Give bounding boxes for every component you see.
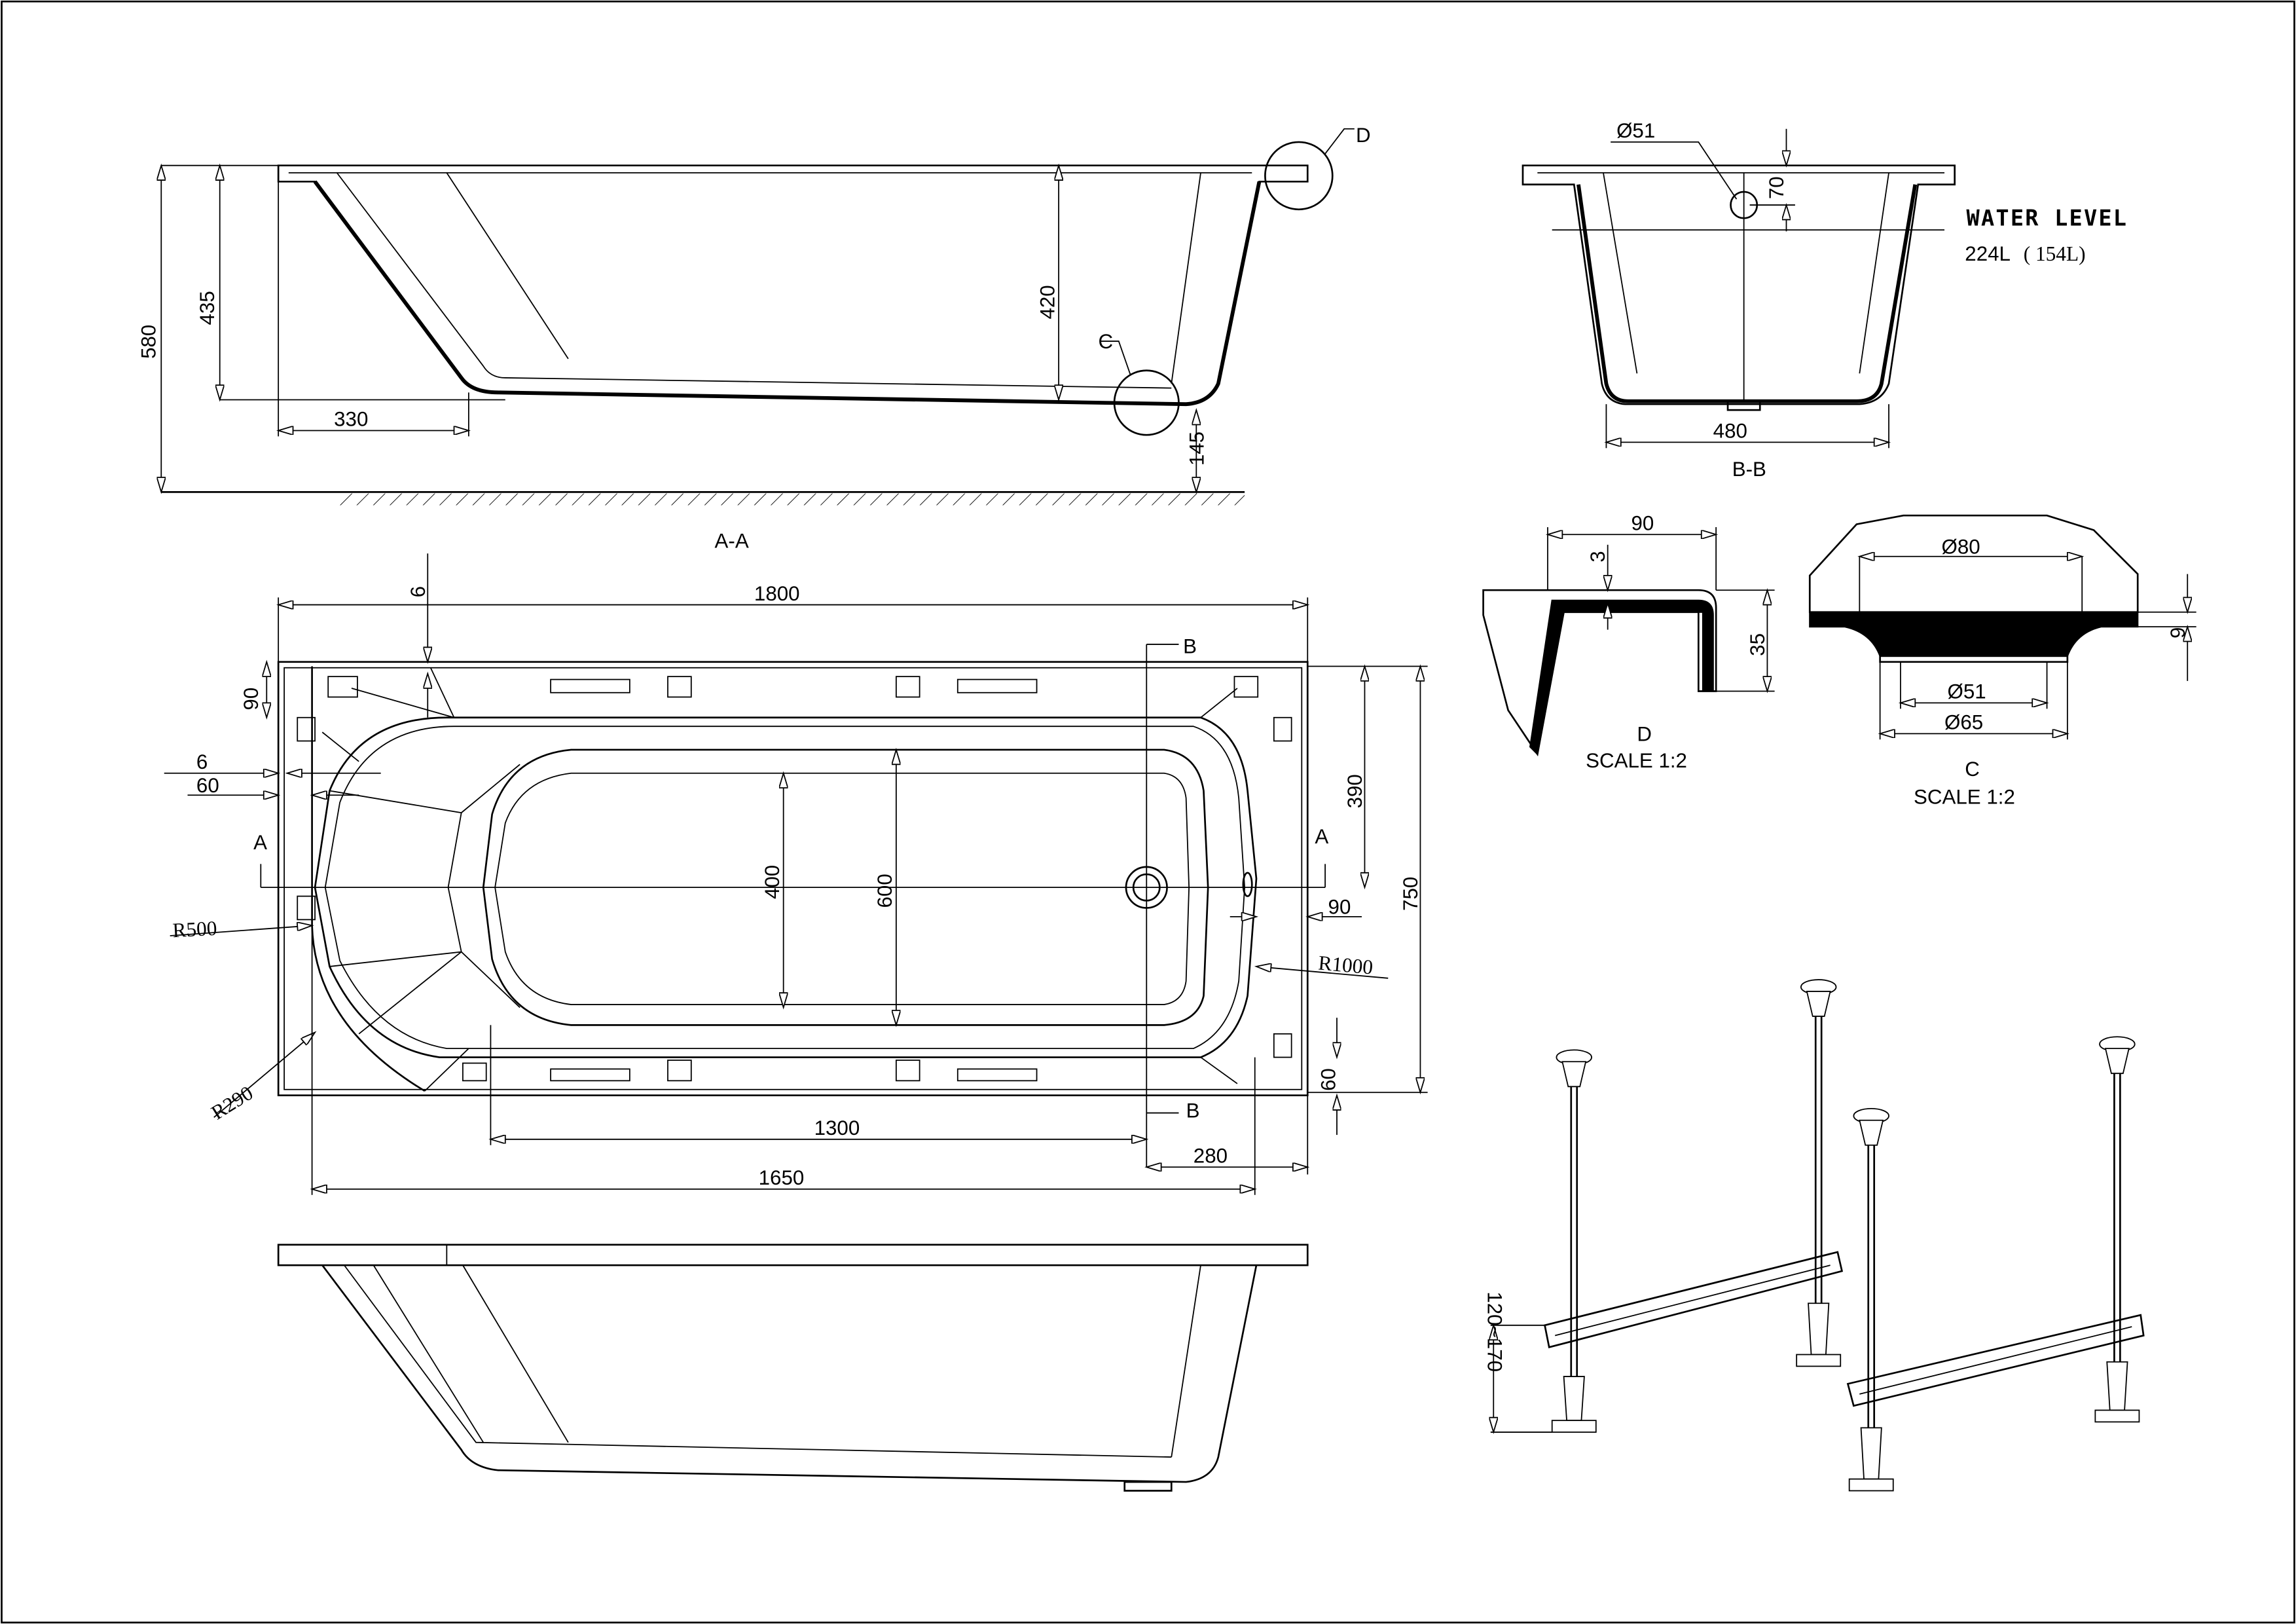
dim-480: 480 xyxy=(1713,420,1747,443)
detail-d-view: 90 3 35 D SCALE 1:2 xyxy=(1482,512,1775,772)
water-level-value: 224L xyxy=(1965,242,2011,265)
section-mark-a-right: A xyxy=(1315,825,1328,848)
section-mark-b-top: B xyxy=(1183,635,1197,657)
dim-1300: 1300 xyxy=(814,1116,860,1139)
dim-diameter-51: Ø51 xyxy=(1616,119,1655,142)
dim-330: 330 xyxy=(334,408,368,431)
dim-9-detail: 9 xyxy=(2166,627,2189,638)
side-elevation-view xyxy=(277,1244,1309,1492)
dim-3-detail: 3 xyxy=(1586,551,1609,562)
dim-280: 280 xyxy=(1194,1145,1228,1168)
detail-c-scale: SCALE 1:2 xyxy=(1914,786,2015,809)
dim-90-detail: 90 xyxy=(1631,512,1654,535)
dim-diameter-65: Ø65 xyxy=(1944,711,1983,734)
leg-frame-left xyxy=(1543,1251,2145,1407)
dim-90-right: 90 xyxy=(1328,895,1351,918)
section-a-a-title: A-A xyxy=(715,529,749,552)
dim-145: 145 xyxy=(1185,432,1208,466)
dim-diameter-80: Ø80 xyxy=(1942,535,1980,558)
dim-420: 420 xyxy=(1036,285,1059,319)
section-mark-b-bottom: B xyxy=(1186,1099,1200,1122)
detail-d-title: D xyxy=(1637,723,1652,746)
callout-d: D xyxy=(1356,124,1371,147)
dim-r1000: R1000 xyxy=(1317,951,1374,979)
dim-580: 580 xyxy=(137,325,160,359)
water-level-alt-value: ( 154L) xyxy=(2024,242,2086,265)
section-b-b-view: Ø51 70 WATER LEVEL 224L ( 154L) 480 B-B xyxy=(1522,119,2128,481)
dim-390: 390 xyxy=(1343,774,1366,808)
callout-c: C xyxy=(1098,330,1113,353)
dim-435: 435 xyxy=(196,291,219,325)
dim-35-detail: 35 xyxy=(1746,633,1769,656)
dim-r500: R500 xyxy=(172,917,218,942)
plan-view: A A B B 1800 6 90 6 60 R500 R290 400 600… xyxy=(164,553,1428,1195)
dim-60-right: 60 xyxy=(1317,1068,1340,1091)
leg-foot-pads xyxy=(1551,979,2140,1492)
dim-1800: 1800 xyxy=(754,582,800,605)
dim-leg-height-range: 120~170 xyxy=(1483,1291,1506,1372)
detail-c-view: Ø80 Ø51 Ø65 9 C SCALE 1:2 xyxy=(1808,514,2196,809)
detail-d-scale: SCALE 1:2 xyxy=(1586,749,1687,772)
dim-1650: 1650 xyxy=(759,1166,805,1189)
water-level-label: WATER LEVEL xyxy=(1967,205,2128,231)
section-a-a-view: 580 435 330 420 145 D C A-A xyxy=(137,124,1370,552)
dim-750: 750 xyxy=(1399,877,1422,911)
dim-600: 600 xyxy=(873,874,896,908)
dim-60-left: 60 xyxy=(196,774,219,797)
section-mark-a-left: A xyxy=(253,831,267,854)
dim-400: 400 xyxy=(761,865,784,899)
dim-90-left: 90 xyxy=(240,688,263,710)
dim-6-left: 6 xyxy=(196,750,208,773)
detail-c-title: C xyxy=(1965,758,1980,781)
dim-6-top: 6 xyxy=(407,586,429,597)
section-b-b-title: B-B xyxy=(1732,458,1766,481)
dim-70: 70 xyxy=(1765,176,1788,199)
dim-diameter-51-detail: Ø51 xyxy=(1947,680,1986,703)
leg-rod xyxy=(1570,1010,2121,1479)
support-legs-assembly: 120~170 xyxy=(1483,979,2145,1492)
